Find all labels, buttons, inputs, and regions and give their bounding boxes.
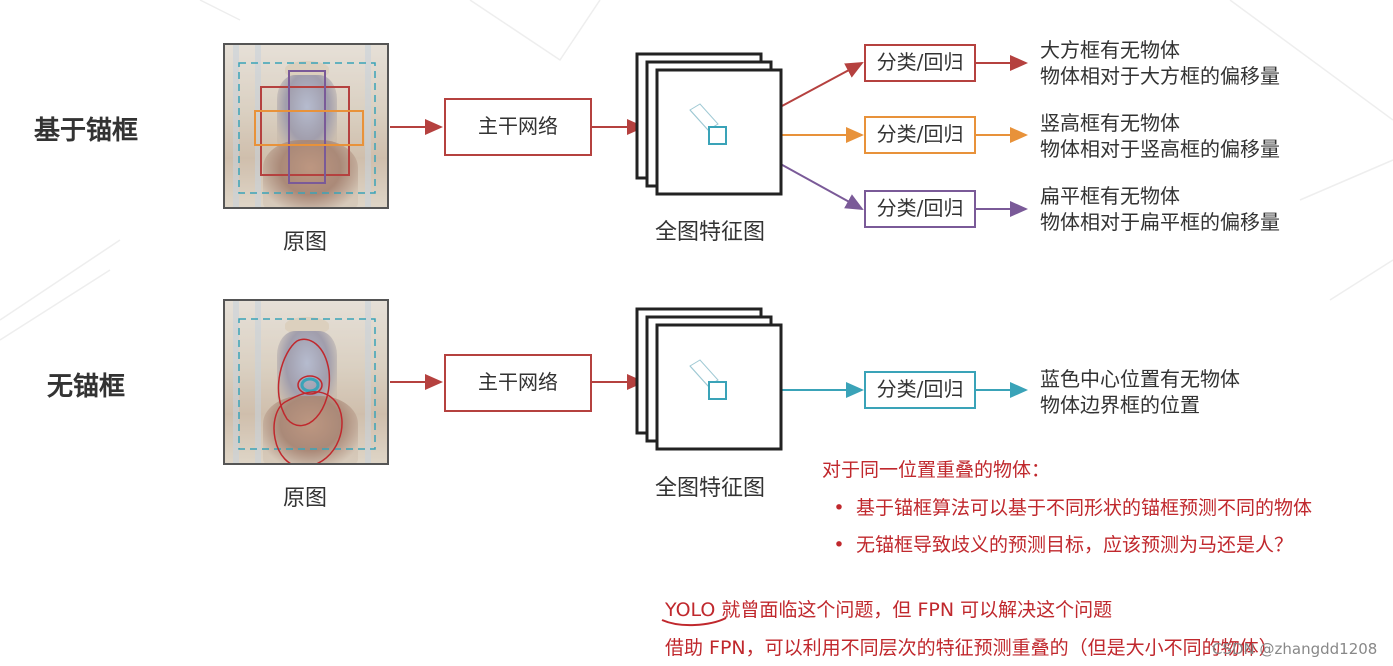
- notes-bullet-2: • 无锚框导致歧义的预测目标，应该预测为马还是人？: [822, 530, 1293, 557]
- feature-map-stack-1: [635, 52, 783, 196]
- head-desc-red: 大方框有无物体 物体相对于大方框的偏移量: [1040, 37, 1280, 89]
- feature-cell-2: [708, 381, 727, 400]
- head-box-red: 分类/回归: [864, 44, 976, 82]
- receptive-cube-2: [689, 359, 719, 387]
- notes-heading: 对于同一位置重叠的物体：: [822, 459, 1051, 481]
- bullet-dot-1: •: [833, 497, 845, 519]
- head-desc-orange-line2: 物体相对于竖高框的偏移量: [1040, 137, 1280, 161]
- backbone-box-1: 主干网络: [444, 98, 592, 156]
- watermark: CSDN @zhangdd1208: [1212, 640, 1378, 658]
- head-desc-teal: 蓝色中心位置有无物体 物体边界框的位置: [1040, 366, 1240, 418]
- head-desc-red-line2: 物体相对于大方框的偏移量: [1040, 64, 1280, 88]
- backbone-box-2: 主干网络: [444, 354, 592, 412]
- head-label-teal: 分类/回归: [876, 377, 964, 401]
- image-caption-2: 原图: [283, 486, 328, 511]
- notes-line-2: 借助 FPN，可以利用不同层次的特征预测重叠的（但是大小不同的物体）: [665, 637, 1278, 659]
- row-title-anchor-free: 无锚框: [47, 372, 126, 402]
- bullet-text-1: 基于锚框算法可以基于不同形状的锚框预测不同的物体: [856, 497, 1313, 519]
- head-desc-purple-line1: 扁平框有无物体: [1040, 184, 1180, 208]
- head-desc-red-line1: 大方框有无物体: [1040, 38, 1180, 62]
- head-label-orange: 分类/回归: [876, 122, 964, 146]
- bullet-dot-2: •: [833, 534, 845, 556]
- bullet-text-2: 无锚框导致歧义的预测目标，应该预测为马还是人？: [856, 534, 1294, 556]
- backbone-label-1: 主干网络: [478, 114, 558, 138]
- notes-line-1: YOLO 就曾面临这个问题，但 FPN 可以解决这个问题: [665, 599, 1113, 621]
- background-decoration: [0, 0, 1393, 341]
- feature-caption-2: 全图特征图: [655, 476, 766, 501]
- head-desc-purple: 扁平框有无物体 物体相对于扁平框的偏移量: [1040, 183, 1280, 235]
- backbone-label-2: 主干网络: [478, 370, 558, 394]
- head-desc-teal-line2: 物体边界框的位置: [1040, 393, 1200, 417]
- head-label-purple: 分类/回归: [876, 196, 964, 220]
- head-desc-orange: 竖高框有无物体 物体相对于竖高框的偏移量: [1040, 110, 1280, 162]
- feature-cell-1: [708, 126, 727, 145]
- center-scribbles: [238, 318, 376, 463]
- feature-caption-1: 全图特征图: [655, 220, 766, 245]
- head-desc-orange-line1: 竖高框有无物体: [1040, 111, 1180, 135]
- receptive-cube-1: [689, 103, 719, 131]
- head-label-red: 分类/回归: [876, 50, 964, 74]
- anchor-boxes: [238, 62, 376, 194]
- head-box-purple: 分类/回归: [864, 190, 976, 228]
- head-desc-teal-line1: 蓝色中心位置有无物体: [1040, 367, 1240, 391]
- image-caption-1: 原图: [283, 230, 328, 255]
- head-box-teal: 分类/回归: [864, 371, 976, 409]
- yolo-underline: [661, 617, 727, 627]
- notes-bullet-1: • 基于锚框算法可以基于不同形状的锚框预测不同的物体: [822, 493, 1312, 520]
- original-image-1: [223, 43, 389, 209]
- feature-map-stack-2: [635, 307, 783, 451]
- original-image-2: [223, 299, 389, 465]
- head-box-orange: 分类/回归: [864, 116, 976, 154]
- head-desc-purple-line2: 物体相对于扁平框的偏移量: [1040, 210, 1280, 234]
- row-title-anchor: 基于锚框: [34, 116, 139, 146]
